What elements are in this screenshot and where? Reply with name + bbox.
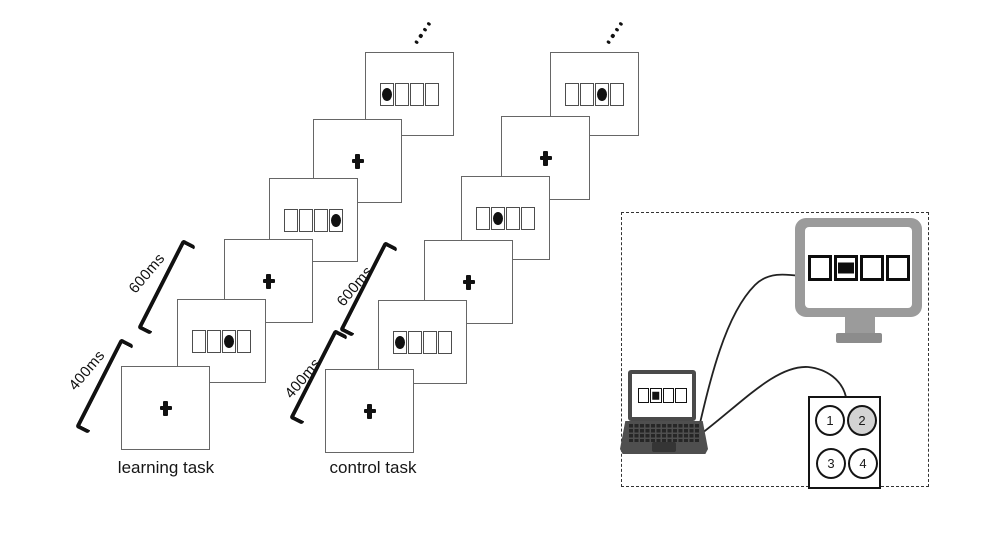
grid-cell: [595, 82, 610, 106]
monitor-grid-cell: [807, 254, 832, 281]
continuation-ellipsis-icon: [606, 21, 624, 45]
setup-panel: [621, 212, 929, 487]
stimulus-dot-icon: [381, 87, 392, 101]
response-button-4: 4: [848, 448, 878, 479]
ellipsis-dot: [610, 33, 615, 39]
fixation-cross-icon: [462, 274, 475, 290]
laptop-screen: [628, 370, 696, 421]
grid-cell: [564, 82, 579, 106]
ellipsis-dot: [414, 39, 419, 45]
grid-cell: [298, 208, 313, 232]
fixation-cross-icon: [351, 153, 364, 169]
grid-cell: [222, 329, 237, 353]
stimulus-dot-icon: [492, 211, 503, 225]
laptop-keyboard: [620, 421, 708, 454]
stimulus-grid: [283, 208, 344, 232]
ellipsis-dot: [418, 33, 423, 39]
monitor-screen: [805, 227, 912, 308]
monitor-stand-neck: [845, 316, 875, 334]
ellipsis-dot: [618, 21, 624, 26]
grid-cell: [314, 208, 329, 232]
grid-cell: [394, 82, 409, 106]
monitor-grid-cell: [859, 254, 884, 281]
laptop-grid-cell: [675, 388, 687, 403]
monitor-icon: [795, 218, 922, 317]
grid-cell: [425, 82, 440, 106]
grid-cell: [438, 330, 453, 354]
response-button-2: 2: [847, 405, 877, 436]
grid-cell: [206, 329, 221, 353]
grid-cell: [379, 82, 394, 106]
grid-cell: [521, 206, 536, 230]
grid-cell: [579, 82, 594, 106]
stimulus-dot-icon: [224, 334, 235, 348]
ellipsis-dot: [606, 39, 611, 45]
laptop-grid: [637, 388, 687, 403]
grid-cell: [410, 82, 425, 106]
grid-cell: [506, 206, 521, 230]
monitor-stand-base: [836, 333, 882, 343]
grid-cell: [392, 330, 407, 354]
grid-cell: [191, 329, 206, 353]
laptop-grid-cell: [662, 388, 674, 403]
grid-cell: [283, 208, 298, 232]
stimulus-dot-icon: [597, 87, 608, 101]
ellipsis-dot: [426, 21, 432, 26]
ellipsis-dot: [614, 27, 620, 33]
filled-square-icon: [837, 262, 854, 273]
trial-card-fixation: [121, 366, 210, 450]
trial-card-fixation: [325, 369, 414, 453]
stimulus-grid: [392, 330, 453, 354]
task-label-learning: learning task: [117, 458, 215, 477]
response-button-3: 3: [816, 448, 846, 479]
task-label-control: control task: [329, 458, 417, 477]
ellipsis-dot: [422, 27, 428, 33]
grid-cell: [237, 329, 252, 353]
stimulus-grid: [379, 82, 440, 106]
monitor-grid: [807, 254, 910, 281]
grid-cell: [329, 208, 344, 232]
stimulus-dot-icon: [394, 335, 405, 349]
monitor-grid-cell: [833, 254, 858, 281]
trial-card-stimulus: [269, 178, 358, 262]
grid-cell: [490, 206, 505, 230]
stimulus-grid: [564, 82, 625, 106]
filled-square-icon: [652, 391, 660, 400]
grid-cell: [475, 206, 490, 230]
response-button-1: 1: [815, 405, 845, 436]
laptop-grid-cell: [637, 388, 649, 403]
fixation-cross-icon: [539, 150, 552, 166]
fixation-cross-icon: [363, 403, 376, 419]
monitor-grid-cell: [885, 254, 910, 281]
grid-cell: [610, 82, 625, 106]
grid-cell: [423, 330, 438, 354]
laptop-grid-cell: [650, 388, 662, 403]
laptop-keys: [629, 424, 699, 442]
stimulus-grid: [191, 329, 252, 353]
grid-cell: [407, 330, 422, 354]
fixation-cross-icon: [159, 400, 172, 416]
fixation-cross-icon: [262, 273, 275, 289]
continuation-ellipsis-icon: [414, 21, 432, 45]
laptop-trackpad: [652, 442, 676, 452]
stimulus-dot-icon: [331, 213, 342, 227]
stimulus-grid: [475, 206, 536, 230]
